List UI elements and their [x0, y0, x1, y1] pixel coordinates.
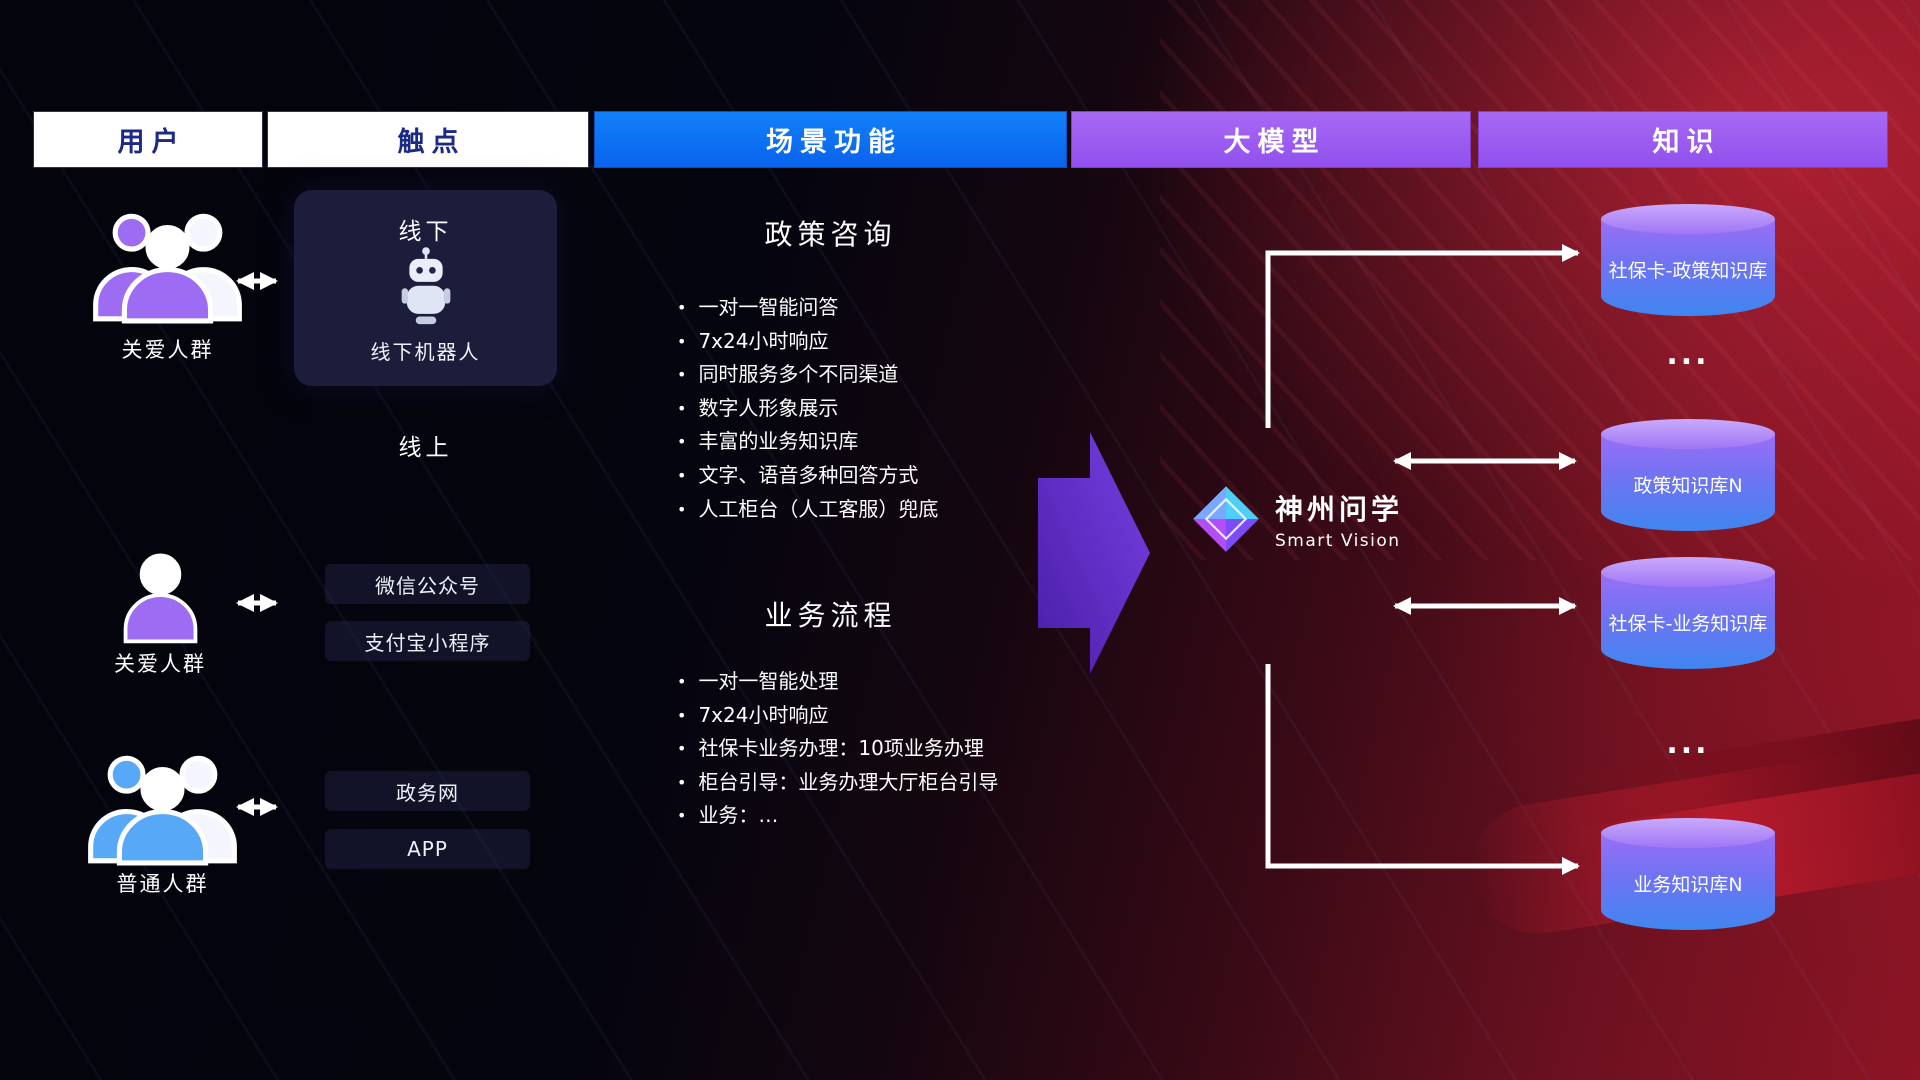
cylinder-body — [1601, 434, 1775, 531]
column-header-touchpoints: 触点 — [267, 111, 589, 168]
channel-app: APP — [325, 829, 530, 869]
cylinder-body — [1601, 572, 1775, 669]
brand-logo: 神州问学 Smart Vision — [1191, 484, 1403, 554]
cylinder-top-ellipse — [1601, 818, 1775, 848]
user-label-care-group-1: 关爱人群 — [121, 338, 214, 362]
cylinder-top-ellipse — [1601, 557, 1775, 587]
policy-feature-item: 数字人形象展示 — [677, 392, 938, 426]
kb-cylinder-shebao-policy: 社保卡-政策知识库 — [1601, 204, 1775, 316]
robot-icon — [401, 247, 450, 325]
policy-feature-item: 一对一智能问答 — [677, 291, 938, 325]
column-header-users: 用户 — [33, 111, 263, 168]
section-title-policy-consulting: 政策咨询 — [764, 218, 897, 251]
business-feature-item: 7x24小时响应 — [677, 699, 998, 733]
business-feature-item: 柜台引导：业务办理大厅柜台引导 — [677, 766, 998, 800]
section-title-business-process: 业务流程 — [764, 599, 897, 632]
offline-title: 线下 — [398, 219, 453, 245]
business-feature-list: 一对一智能处理 7x24小时响应 社保卡业务办理：10项业务办理 柜台引导：业务… — [677, 665, 998, 833]
policy-feature-list: 一对一智能问答 7x24小时响应 同时服务多个不同渠道 数字人形象展示 丰富的业… — [677, 291, 938, 526]
kb-label: 社保卡-业务知识库 — [1608, 613, 1768, 636]
user-group-icon-general — [80, 748, 245, 866]
cylinder-top-ellipse — [1601, 204, 1775, 234]
cylinder-top-ellipse — [1601, 419, 1775, 449]
people-group-icon — [88, 755, 237, 866]
online-title: 线上 — [398, 435, 453, 461]
column-header-knowledge: 知识 — [1478, 111, 1888, 168]
diamond-logo-icon — [1193, 486, 1259, 552]
kb-cylinder-policy-n: 政策知识库N — [1601, 419, 1775, 531]
kb-label: 政策知识库N — [1633, 475, 1743, 498]
cylinder-body — [1601, 833, 1775, 930]
offline-touchpoint-card: 线下 线下机器人 — [294, 190, 557, 386]
kb-cylinder-shebao-business: 社保卡-业务知识库 — [1601, 557, 1775, 669]
user-label-care-group-2: 关爱人群 — [114, 652, 206, 676]
channel-wechat-official-account: 微信公众号 — [325, 564, 530, 604]
person-icon — [123, 553, 198, 644]
user-label-general-group: 普通人群 — [116, 872, 209, 896]
kb-label: 业务知识库N — [1633, 874, 1743, 897]
column-header-large-model: 大模型 — [1071, 111, 1471, 168]
cylinder-body — [1601, 219, 1775, 316]
ellipsis-policy: ... — [1666, 337, 1710, 372]
background-corner-streaks — [1160, 0, 1920, 560]
people-group-icon — [93, 213, 242, 324]
kb-cylinder-business-n: 业务知识库N — [1601, 818, 1775, 930]
user-group-icon-care — [85, 206, 250, 324]
brand-text: 神州问学 Smart Vision — [1275, 488, 1403, 551]
business-feature-item: 业务：… — [677, 799, 998, 833]
policy-feature-item: 同时服务多个不同渠道 — [677, 358, 938, 392]
policy-feature-item: 7x24小时响应 — [677, 325, 938, 359]
user-single-icon-care — [118, 548, 203, 646]
brand-name-cn: 神州问学 — [1275, 492, 1404, 526]
ellipsis-business: ... — [1666, 726, 1710, 761]
policy-feature-item: 文字、语音多种回答方式 — [677, 459, 938, 493]
channel-government-web: 政务网 — [325, 771, 530, 811]
policy-feature-item: 丰富的业务知识库 — [677, 425, 938, 459]
business-feature-item: 一对一智能处理 — [677, 665, 998, 699]
policy-feature-item: 人工柜台（人工客服）兜底 — [677, 493, 938, 527]
channel-alipay-miniprogram: 支付宝小程序 — [325, 621, 530, 661]
offline-robot-label: 线下机器人 — [370, 340, 481, 364]
column-header-scenario-functions: 场景功能 — [594, 111, 1067, 168]
kb-label: 社保卡-政策知识库 — [1608, 260, 1768, 283]
business-feature-item: 社保卡业务办理：10项业务办理 — [677, 732, 998, 766]
brand-name-en: Smart Vision — [1275, 530, 1401, 551]
